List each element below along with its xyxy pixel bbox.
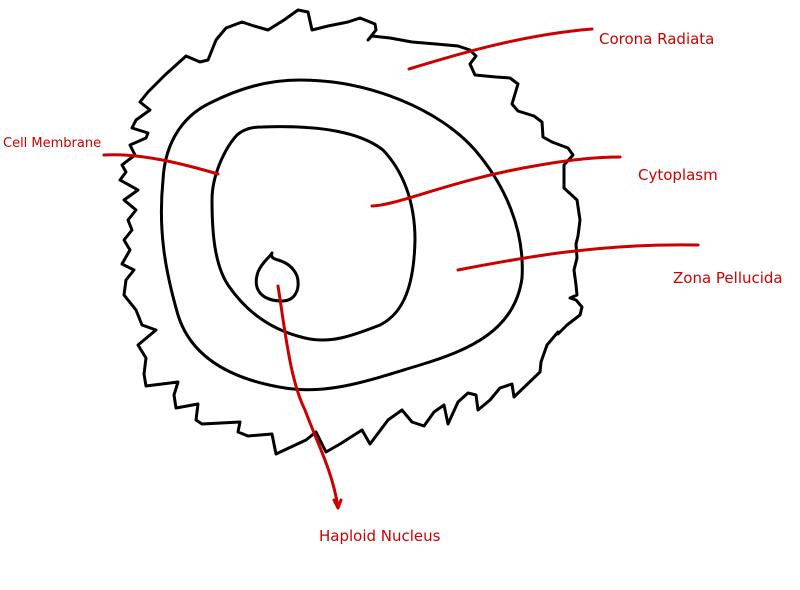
haploid-nucleus-outline [254,251,300,303]
cell-membrane-leader [102,153,220,176]
corona-radiata-label: Corona Radiata [599,30,714,48]
cell-membrane-outline [210,125,417,342]
cytoplasm-label: Cytoplasm [638,166,718,184]
cell-membrane-label: Cell Membrane [3,136,101,151]
haploid-nucleus-leader [276,284,340,509]
zona-pellucida-outline [159,78,524,392]
haploid-nucleus-label: Haploid Nucleus [319,527,441,545]
cytoplasm-leader [370,155,622,208]
zona-pellucida-label: Zona Pellucida [673,269,783,287]
corona-radiata-outline [118,8,584,456]
corona-radiata-leader [407,27,594,71]
haploid-nucleus-leader-tip [332,498,343,510]
zona-pellucida-leader [456,243,700,272]
